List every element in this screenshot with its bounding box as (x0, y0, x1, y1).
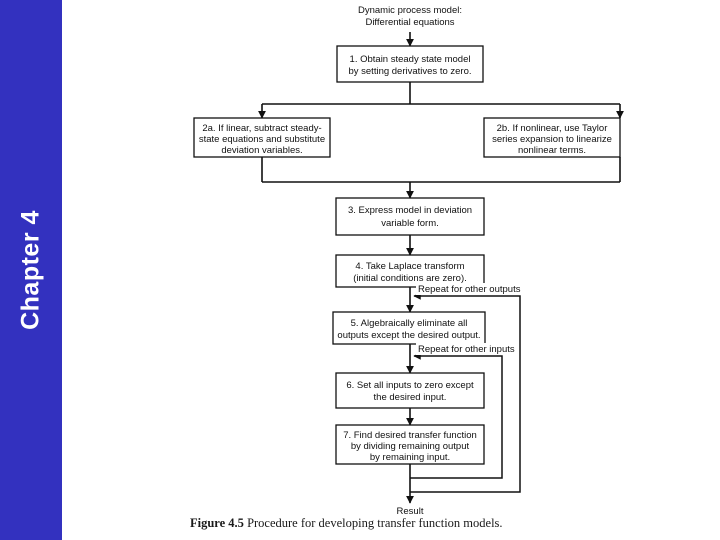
feedback-loop-inputs (410, 352, 503, 479)
node-step2b-line3: nonlinear terms. (518, 145, 586, 156)
node-step2b-line1: 2b. If nonlinear, use Taylor (497, 123, 608, 134)
node-step3-line1: 3. Express model in deviation (348, 205, 472, 216)
node-step3-line2: variable form. (381, 218, 439, 229)
node-step6-line2: the desired input. (374, 392, 447, 403)
node-step5-line2: outputs except the desired output. (337, 330, 480, 341)
node-step7-line2: by dividing remaining output (351, 441, 470, 452)
node-step2b-line2: series expansion to linearize (492, 134, 612, 145)
node-step1-line1: 1. Obtain steady state model (350, 54, 471, 65)
node-step7-line1: 7. Find desired transfer function (343, 430, 477, 441)
output-label: Result (397, 506, 424, 517)
chapter-sidebar: Chapter 4 (0, 0, 62, 540)
flowchart-figure: Dynamic process model: Differential equa… (62, 0, 720, 540)
figure-caption: Figure 4.5 Procedure for developing tran… (190, 516, 503, 531)
loop-label-outputs: Repeat for other outputs (418, 284, 521, 295)
feedback-loop-outputs (410, 292, 521, 493)
flow-connectors (258, 32, 624, 504)
node-step5-line1: 5. Algebraically eliminate all (351, 318, 468, 329)
node-step2a-line2: state equations and substitute (199, 134, 325, 145)
node-step2a-box (193, 117, 331, 158)
node-step3-box (335, 197, 485, 236)
node-step2a-line3: deviation variables. (221, 145, 302, 156)
node-step4-line2: (initial conditions are zero). (353, 273, 467, 284)
node-step5-box (332, 311, 486, 345)
node-step6-line1: 6. Set all inputs to zero except (346, 380, 474, 391)
node-step2b-box (483, 117, 621, 158)
node-step1-box (336, 45, 484, 83)
node-step4-box (335, 254, 485, 288)
node-step7-box (335, 424, 485, 465)
input-label-line1: Dynamic process model: (358, 5, 462, 16)
loop-label-inputs: Repeat for other inputs (418, 344, 515, 355)
node-step7-line3: by remaining input. (370, 452, 450, 463)
chapter-label: Chapter 4 (16, 210, 45, 330)
loop-label-inputs-bg (416, 343, 516, 355)
figure-caption-text: Procedure for developing transfer functi… (247, 516, 503, 530)
loop-label-outputs-bg (416, 283, 522, 295)
node-step4-line1: 4. Take Laplace transform (355, 261, 464, 272)
node-step6-box (335, 372, 485, 409)
node-step2a-line1: 2a. If linear, subtract steady- (202, 123, 321, 134)
node-step1-line2: by setting derivatives to zero. (348, 66, 471, 77)
input-label-line2: Differential equations (365, 17, 454, 28)
figure-caption-number: Figure 4.5 (190, 516, 244, 530)
